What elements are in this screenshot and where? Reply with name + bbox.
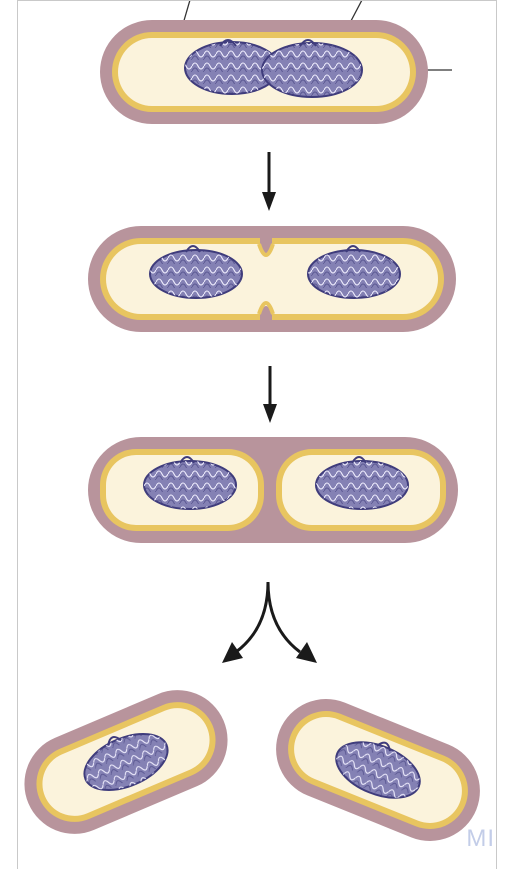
stage-2-septum-forming bbox=[88, 226, 456, 332]
frame-top-border bbox=[17, 0, 497, 1]
stage-1-parent-cell bbox=[100, 20, 428, 124]
split-arrow bbox=[222, 582, 317, 663]
arrow-down-1 bbox=[262, 152, 276, 211]
stage-3-septum-complete bbox=[88, 437, 458, 543]
daughter-cell-right bbox=[261, 684, 495, 856]
frame-right-border bbox=[496, 0, 497, 869]
arrow-down-2 bbox=[263, 366, 277, 423]
watermark: MI bbox=[466, 825, 495, 853]
frame-left-border bbox=[17, 0, 18, 869]
daughter-cell-left bbox=[9, 675, 243, 850]
